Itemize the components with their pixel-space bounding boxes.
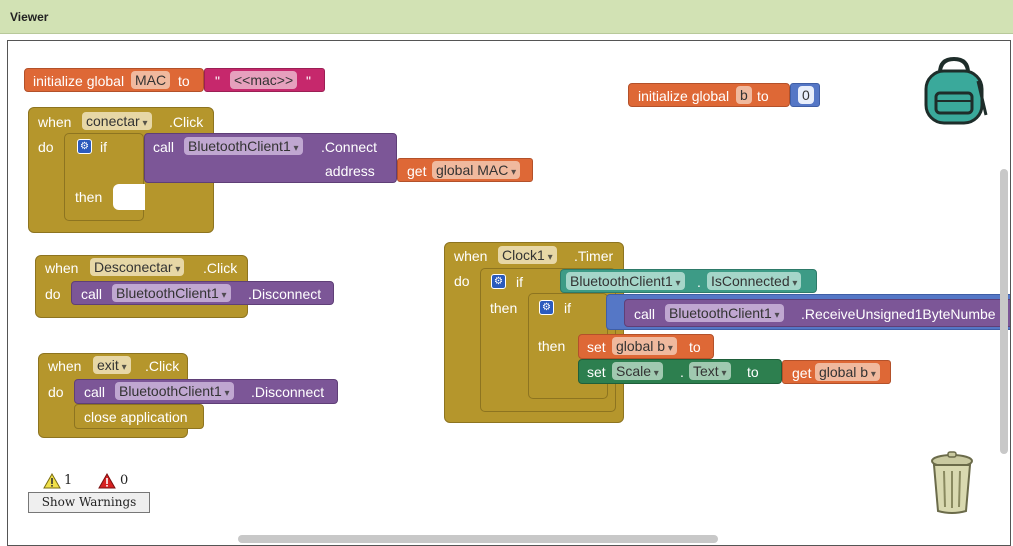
event-name: .Click bbox=[145, 358, 180, 374]
call-keyword: call bbox=[81, 286, 103, 302]
component-dropdown[interactable]: BluetoothClient1 bbox=[566, 272, 685, 290]
then-keyword: then bbox=[75, 189, 103, 205]
error-icon bbox=[98, 472, 116, 489]
component-dropdown[interactable]: Clock1 bbox=[498, 246, 557, 264]
component-dropdown[interactable]: BluetoothClient1 bbox=[665, 304, 784, 322]
var-dropdown[interactable]: global b bbox=[815, 363, 880, 381]
to-keyword: to bbox=[178, 73, 190, 89]
event-name: .Click bbox=[203, 260, 238, 276]
error-count: 0 bbox=[120, 473, 129, 488]
component-dropdown[interactable]: exit bbox=[93, 356, 131, 374]
do-keyword: do bbox=[45, 286, 61, 302]
then-slot bbox=[113, 184, 145, 210]
call-keyword: call bbox=[634, 306, 656, 322]
call-connect-block[interactable]: call BluetoothClient1 .Connect address bbox=[144, 133, 397, 183]
call-receive-block[interactable]: call BluetoothClient1 .ReceiveUnsigned1B… bbox=[624, 299, 1010, 327]
text-string-block[interactable]: " <<mac>> " bbox=[204, 68, 325, 92]
to-keyword: to bbox=[757, 88, 769, 104]
viewer-title: Viewer bbox=[10, 10, 49, 24]
init-global-mac-block[interactable]: initialize global MAC to bbox=[24, 68, 204, 92]
var-dropdown[interactable]: global b bbox=[612, 337, 677, 355]
set-global-b-block[interactable]: set global b to bbox=[578, 334, 714, 359]
when-keyword: when bbox=[45, 260, 79, 276]
trash-icon[interactable] bbox=[928, 451, 976, 515]
init-global-b-block[interactable]: initialize global b to bbox=[628, 83, 790, 107]
dot-separator: . bbox=[680, 364, 684, 380]
global-var-name-field[interactable]: b bbox=[736, 86, 752, 104]
viewer-title-bar: Viewer bbox=[0, 0, 1013, 34]
when-keyword: when bbox=[454, 248, 488, 264]
number-block[interactable]: 0 bbox=[790, 83, 820, 107]
global-var-name-field[interactable]: MAC bbox=[131, 71, 171, 89]
get-global-b-block[interactable]: get global b bbox=[782, 360, 891, 384]
param-name: address bbox=[325, 163, 375, 179]
init-keyword: initialize global bbox=[638, 88, 730, 104]
to-keyword: to bbox=[689, 339, 701, 355]
component-dropdown[interactable]: Desconectar bbox=[90, 258, 185, 276]
horizontal-scrollbar[interactable] bbox=[238, 535, 718, 543]
when-keyword: when bbox=[38, 114, 72, 130]
set-scale-text-block[interactable]: set Scale . Text to bbox=[578, 359, 782, 384]
event-name: .Timer bbox=[574, 248, 614, 264]
gear-icon[interactable]: ⚙ bbox=[77, 139, 92, 154]
component-dropdown[interactable]: Scale bbox=[612, 362, 663, 380]
if-keyword: if bbox=[564, 300, 571, 316]
call-disconnect-block[interactable]: call BluetoothClient1 .Disconnect bbox=[74, 379, 338, 404]
var-dropdown[interactable]: global MAC bbox=[432, 161, 521, 179]
gear-icon[interactable]: ⚙ bbox=[539, 300, 554, 315]
get-global-mac-block[interactable]: get global MAC bbox=[397, 158, 533, 182]
method-name: .Connect bbox=[321, 139, 378, 155]
when-keyword: when bbox=[48, 358, 82, 374]
gear-icon[interactable]: ⚙ bbox=[491, 274, 506, 289]
component-dropdown[interactable]: BluetoothClient1 bbox=[184, 137, 303, 155]
warning-icon bbox=[43, 472, 61, 489]
to-keyword: to bbox=[747, 364, 759, 380]
event-name: .Click bbox=[169, 114, 204, 130]
get-keyword: get bbox=[407, 163, 427, 179]
show-warnings-button[interactable]: Show Warnings bbox=[28, 492, 150, 513]
if-keyword: if bbox=[516, 274, 523, 290]
close-application-block[interactable]: close application bbox=[74, 404, 204, 429]
property-dropdown[interactable]: IsConnected bbox=[707, 272, 802, 290]
set-keyword: set bbox=[587, 364, 606, 380]
component-dropdown[interactable]: BluetoothClient1 bbox=[115, 382, 234, 400]
blocks-workspace[interactable]: initialize global MAC to " <<mac>> " ini… bbox=[7, 40, 1011, 546]
dot-separator: . bbox=[697, 274, 701, 290]
number-value-field[interactable]: 0 bbox=[798, 86, 814, 104]
then-keyword: then bbox=[490, 300, 518, 316]
if-keyword: if bbox=[100, 139, 107, 155]
method-name: .ReceiveUnsigned1ByteNumbe bbox=[801, 306, 996, 322]
init-keyword: initialize global bbox=[33, 73, 125, 89]
if-then-block[interactable]: ⚙ if then bbox=[64, 133, 145, 221]
warning-count: 1 bbox=[64, 473, 73, 488]
backpack-icon[interactable] bbox=[920, 55, 990, 127]
close-application-label: close application bbox=[84, 409, 188, 425]
property-dropdown[interactable]: Text bbox=[689, 362, 731, 380]
text-value-field[interactable]: <<mac>> bbox=[230, 71, 298, 89]
call-disconnect-block[interactable]: call BluetoothClient1 .Disconnect bbox=[71, 281, 334, 305]
is-connected-block[interactable]: BluetoothClient1 . IsConnected bbox=[560, 269, 817, 293]
method-name: .Disconnect bbox=[251, 384, 325, 400]
method-name: .Disconnect bbox=[248, 286, 322, 302]
vertical-scrollbar[interactable] bbox=[1000, 169, 1008, 454]
component-dropdown[interactable]: BluetoothClient1 bbox=[112, 284, 231, 302]
call-keyword: call bbox=[153, 139, 175, 155]
do-keyword: do bbox=[454, 273, 470, 289]
then-keyword: then bbox=[538, 338, 566, 354]
do-keyword: do bbox=[48, 384, 64, 400]
quote-close: " bbox=[306, 73, 311, 89]
component-dropdown[interactable]: conectar bbox=[82, 112, 152, 130]
quote-open: " bbox=[215, 73, 220, 89]
call-keyword: call bbox=[84, 384, 106, 400]
get-keyword: get bbox=[792, 365, 812, 381]
set-keyword: set bbox=[587, 339, 606, 355]
do-keyword: do bbox=[38, 139, 54, 155]
